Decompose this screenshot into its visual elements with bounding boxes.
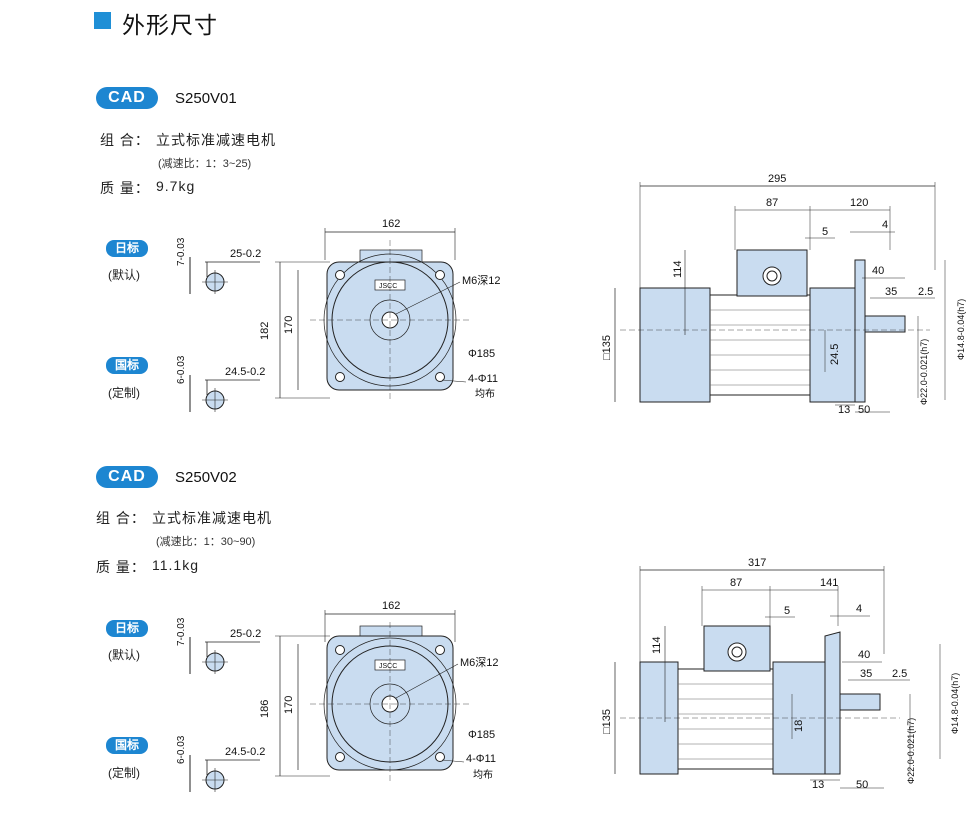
std-jp-note-2: (默认) bbox=[108, 648, 140, 662]
dim-cn-v-1: 6-0.03 bbox=[176, 355, 187, 384]
side-motor-2: 141 bbox=[820, 577, 838, 589]
side-gear-2: 87 bbox=[730, 577, 742, 589]
side-d13-2: 13 bbox=[812, 779, 824, 791]
front-holes-note-2: 均布 bbox=[473, 769, 493, 781]
front-width-1: 162 bbox=[382, 218, 400, 230]
side-h114-1: 114 bbox=[672, 260, 684, 278]
std-cn-note-1: (定制) bbox=[108, 386, 140, 400]
side-total-1: 295 bbox=[768, 173, 786, 185]
model-name-2: S250V02 bbox=[175, 469, 237, 486]
front-view-drawing-1: 162 JSCC 182 170 M6深12 Φ185 4-Φ11 均布 bbox=[259, 218, 501, 400]
combo-value-2: 立式标准减速电机 bbox=[152, 510, 272, 526]
front-holes-1: 4-Φ11 bbox=[468, 373, 498, 385]
side-view-drawing-2: 317 87 141 5 4 □135 114 40 35 2.5 18 13 … bbox=[601, 557, 960, 791]
side-shaft2-1: Φ14.8-0.04(h7) bbox=[956, 299, 966, 360]
dim-cn-v-2: 6-0.03 bbox=[176, 735, 187, 764]
combo-value-1: 立式标准减速电机 bbox=[156, 132, 276, 148]
shaft-key-cn-drawing-2: 6-0.03 24.5-0.2 bbox=[176, 735, 265, 792]
mass-label-1: 质 量： bbox=[100, 180, 150, 196]
ratio-note-2: (减速比：1：30~90) bbox=[156, 536, 256, 548]
dim-cn-h-1: 24.5-0.2 bbox=[225, 366, 265, 378]
front-height-inner-1: 170 bbox=[283, 316, 295, 334]
front-view-drawing-2: 162 JSCC 186 170 M6深12 Φ185 4-Φ11 均布 bbox=[259, 600, 499, 782]
side-sq135-1: □135 bbox=[601, 335, 613, 360]
model-name-1: S250V01 bbox=[175, 90, 237, 107]
side-sq135-2: □135 bbox=[601, 709, 613, 734]
front-holes-2: 4-Φ11 bbox=[466, 753, 496, 765]
side-d4-2: 4 bbox=[856, 603, 862, 615]
side-d4-1: 4 bbox=[882, 219, 888, 231]
mass-label-2: 质 量： bbox=[96, 559, 146, 575]
std-cn-badge-2: 国标 bbox=[106, 737, 148, 754]
front-pcd-1: Φ185 bbox=[468, 348, 495, 360]
mass-value-2: 11.1kg bbox=[152, 557, 199, 573]
side-d25-1: 2.5 bbox=[918, 286, 933, 298]
side-view-drawing-1: 295 87 120 5 4 □135 114 40 35 2.5 24.5 1… bbox=[601, 173, 966, 416]
dim-jp-v-1: 7-0.03 bbox=[176, 237, 187, 266]
front-height-outer-1: 182 bbox=[259, 322, 271, 340]
std-jp-note-1: (默认) bbox=[108, 268, 140, 282]
shaft-key-jp-drawing-1: 7-0.03 25-0.2 bbox=[176, 237, 261, 294]
front-holes-note-1: 均布 bbox=[475, 388, 495, 400]
nameplate-1: JSCC bbox=[379, 283, 397, 290]
side-h245-2: 18 bbox=[793, 720, 805, 732]
std-jp-badge-2: 日标 bbox=[106, 620, 148, 637]
combo-label-1: 组 合： bbox=[100, 132, 150, 148]
nameplate-2: JSCC bbox=[379, 663, 397, 670]
header-square-icon bbox=[94, 12, 111, 29]
shaft-key-cn-drawing-1: 6-0.03 24.5-0.2 bbox=[176, 355, 265, 412]
cad-badge-1[interactable]: CAD bbox=[96, 87, 158, 109]
side-d5-2: 5 bbox=[784, 605, 790, 617]
combo-label-2: 组 合： bbox=[96, 510, 146, 526]
std-cn-note-2: (定制) bbox=[108, 766, 140, 780]
side-d5-1: 5 bbox=[822, 226, 828, 238]
side-gear-1: 87 bbox=[766, 197, 778, 209]
side-d50-2: 50 bbox=[856, 779, 868, 791]
dim-jp-h-2: 25-0.2 bbox=[230, 628, 261, 640]
side-d13-1: 13 bbox=[838, 404, 850, 416]
dim-jp-h-1: 25-0.2 bbox=[230, 248, 261, 260]
side-d40-1: 40 bbox=[872, 265, 884, 277]
front-width-2: 162 bbox=[382, 600, 400, 612]
dim-cn-h-2: 24.5-0.2 bbox=[225, 746, 265, 758]
side-motor-1: 120 bbox=[850, 197, 868, 209]
front-pcd-2: Φ185 bbox=[468, 729, 495, 741]
front-height-outer-2: 186 bbox=[259, 700, 271, 718]
mass-value-1: 9.7kg bbox=[156, 178, 196, 194]
side-d35-2: 35 bbox=[860, 668, 872, 680]
side-d40-2: 40 bbox=[858, 649, 870, 661]
side-h114-2: 114 bbox=[651, 636, 663, 654]
side-shaft1-2: Φ22.0-0.021(h7) bbox=[906, 718, 916, 784]
page-title: 外形尺寸 bbox=[122, 12, 218, 38]
shaft-key-jp-drawing-2: 7-0.03 25-0.2 bbox=[176, 617, 261, 674]
side-d35-1: 35 bbox=[885, 286, 897, 298]
std-cn-badge-1: 国标 bbox=[106, 357, 148, 374]
side-shaft1-1: Φ22.0-0.021(h7) bbox=[919, 339, 929, 405]
side-total-2: 317 bbox=[748, 557, 766, 569]
front-tap-1: M6深12 bbox=[462, 274, 501, 287]
side-h245-1: 24.5 bbox=[829, 344, 841, 365]
front-height-inner-2: 170 bbox=[283, 696, 295, 714]
front-tap-2: M6深12 bbox=[460, 656, 499, 669]
cad-badge-2[interactable]: CAD bbox=[96, 466, 158, 488]
ratio-note-1: (减速比：1：3~25) bbox=[158, 158, 252, 170]
side-shaft2-2: Φ14.8-0.04(h7) bbox=[950, 673, 960, 734]
side-d25-2: 2.5 bbox=[892, 668, 907, 680]
dim-jp-v-2: 7-0.03 bbox=[176, 617, 187, 646]
std-jp-badge-1: 日标 bbox=[106, 240, 148, 257]
side-d50-1: 50 bbox=[858, 404, 870, 416]
